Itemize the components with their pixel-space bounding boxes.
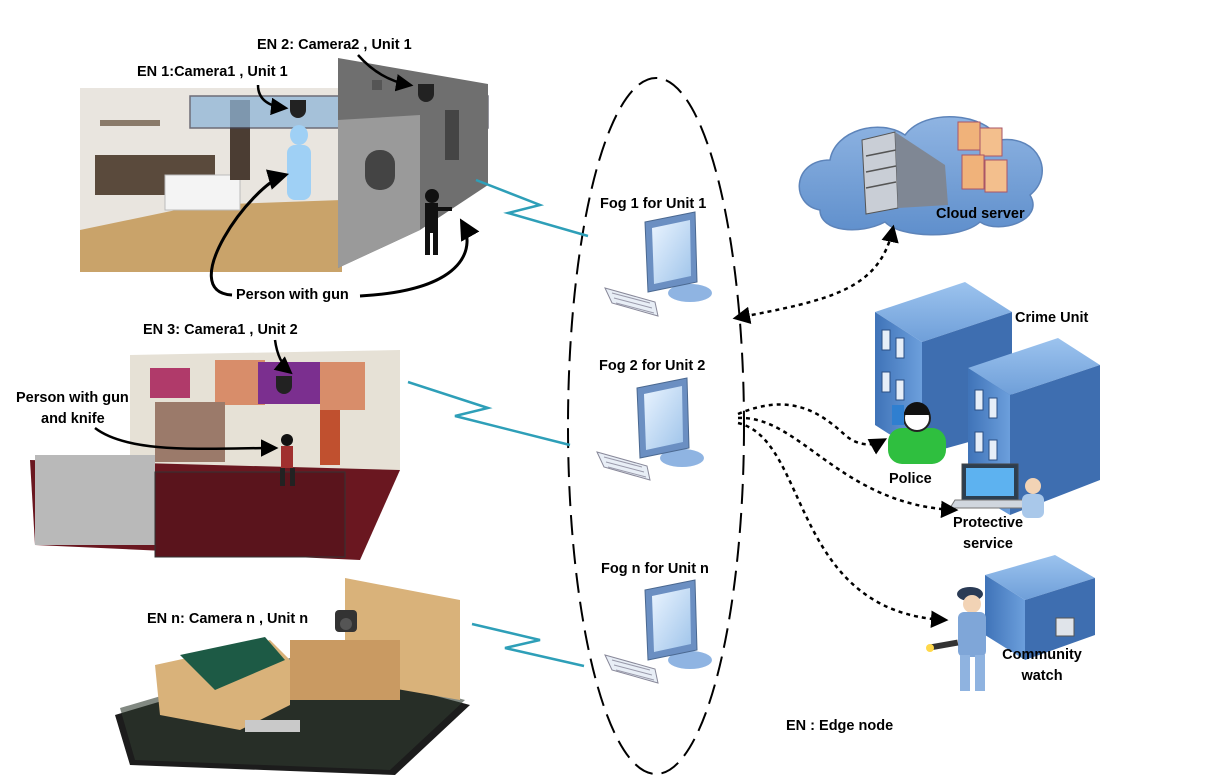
person-gun-knife-label-line2: and knife	[41, 411, 105, 427]
person-gun-knife-arrow	[94, 427, 279, 457]
en3-pointer-arrow	[273, 339, 293, 375]
en2-label: EN 2: Camera2 , Unit 1	[257, 37, 412, 53]
protective-service-label-line1: Protective	[952, 515, 1024, 531]
fog-cloud-link	[732, 224, 899, 324]
person-with-gun-label: Person with gun	[236, 287, 349, 303]
person-gun-arrow-left	[209, 169, 290, 297]
cameran-unitn-icon	[335, 610, 357, 632]
fog1-label: Fog 1 for Unit 1	[600, 196, 707, 212]
fogn-label: Fog n for Unit n	[601, 561, 709, 577]
wireless-link-unit1	[475, 178, 589, 238]
protective-service-label-line2: service	[963, 536, 1013, 552]
unit1-house-illustration	[80, 58, 489, 272]
camera2-unit1-icon	[418, 84, 434, 102]
fogn-computer-icon	[604, 579, 712, 684]
fog2-police-link	[737, 403, 888, 455]
crime-unit-servers-icon	[875, 282, 1100, 515]
legend-edge-node: EN : Edge node	[786, 718, 894, 734]
cloud-server-icon	[798, 116, 1043, 236]
crime-unit-label: Crime Unit	[1015, 310, 1089, 326]
fog1-computer-icon	[604, 211, 712, 317]
fog2-community-link	[737, 421, 949, 629]
police-label: Police	[889, 471, 932, 487]
unitn-room-illustration	[115, 578, 470, 775]
fog-layer-boundary	[567, 77, 745, 775]
fog2-computer-icon	[596, 377, 704, 481]
cloud-server-label: Cloud server	[936, 206, 1025, 222]
en3-label: EN 3: Camera1 , Unit 2	[143, 322, 298, 338]
camera1-unit2-icon	[276, 376, 292, 394]
en1-pointer-arrow	[256, 84, 289, 116]
camera1-unit1-icon	[290, 100, 306, 118]
fog2-label: Fog 2 for Unit 2	[599, 358, 706, 374]
community-watch-label-line2: watch	[1021, 668, 1063, 684]
protective-service-icon	[949, 463, 1044, 518]
unit2-house-illustration	[30, 350, 400, 560]
person-gun-knife-label-line1: Person with gun	[16, 390, 129, 406]
wireless-link-unitn	[471, 622, 585, 668]
enn-label: EN n: Camera n , Unit n	[147, 611, 309, 627]
security-guard-icon	[926, 587, 986, 691]
police-officer-icon	[888, 402, 946, 464]
person-gun-arrow-right	[359, 218, 480, 298]
en2-pointer-arrow	[357, 54, 414, 92]
community-watch-label-line1: Community	[1002, 647, 1082, 663]
en1-label: EN 1:Camera1 , Unit 1	[137, 64, 288, 80]
wireless-link-unit2	[407, 380, 571, 447]
community-watch-servers-icon	[985, 555, 1095, 660]
